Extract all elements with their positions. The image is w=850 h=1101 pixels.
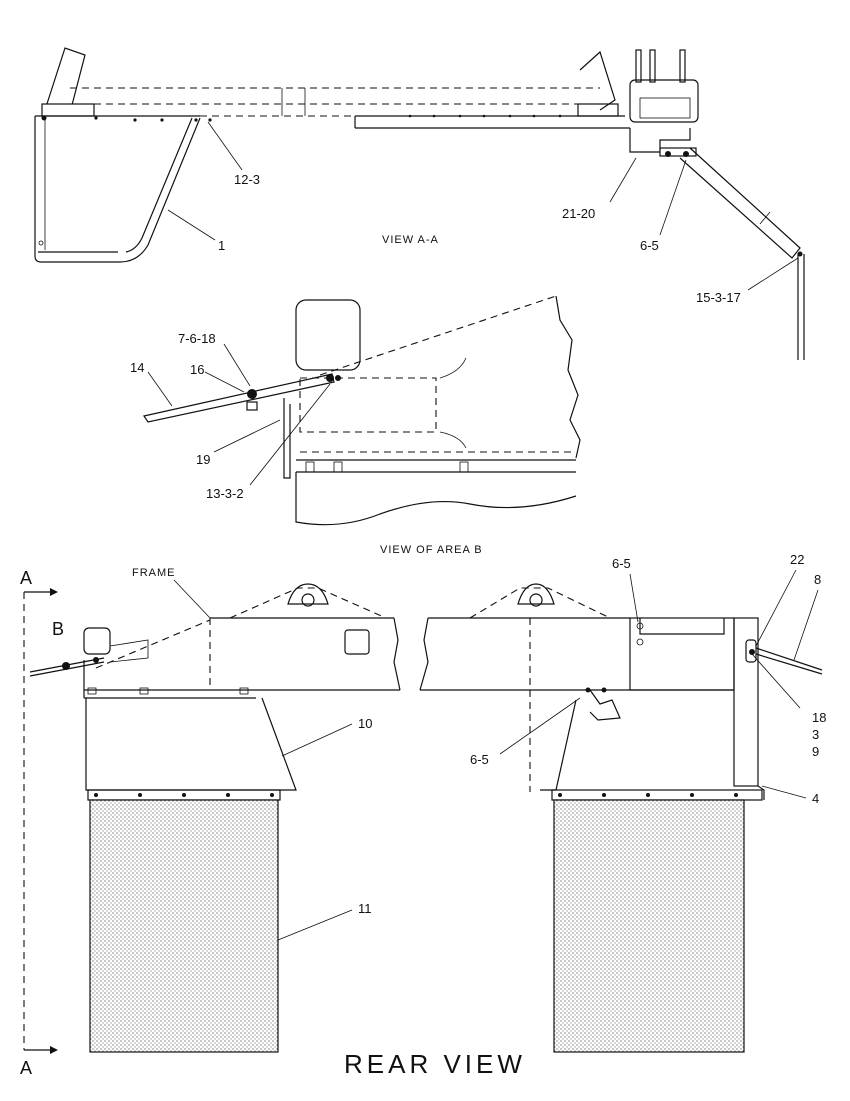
frame-label: FRAME: [132, 567, 176, 579]
callout-10: 10: [358, 716, 372, 731]
callout-12-3: 12-3: [234, 172, 260, 187]
callout-18: 18: [812, 710, 826, 725]
callout-13-3-2: 13-3-2: [206, 486, 244, 501]
callout-11: 11: [358, 901, 372, 916]
rear-right-assembly: [419, 569, 823, 1053]
view-a-a-drawing: [34, 47, 805, 360]
callout-1: 1: [218, 238, 225, 253]
callout-6-5-right: 6-5: [612, 556, 631, 571]
view-area-b-caption: VIEW OF AREA B: [380, 544, 483, 556]
callout-14: 14: [130, 360, 144, 375]
section-marker-bottom: A: [20, 1058, 32, 1078]
callout-9: 9: [812, 744, 819, 759]
callout-3: 3: [812, 727, 819, 742]
callout-21-20: 21-20: [562, 206, 595, 221]
callout-4: 4: [812, 791, 819, 806]
callout-6-5-top: 6-5: [640, 238, 659, 253]
callout-6-5-lower: 6-5: [470, 752, 489, 767]
rear-left-assembly: [29, 579, 401, 1053]
callout-22: 22: [790, 552, 804, 567]
callout-16: 16: [190, 362, 204, 377]
callout-7-6-18: 7-6-18: [178, 331, 216, 346]
view-a-a-caption: VIEW A-A: [382, 234, 439, 246]
rear-view-caption: REAR VIEW: [344, 1049, 526, 1079]
callout-8: 8: [814, 572, 821, 587]
view-area-b-drawing: [143, 295, 581, 526]
callout-15-3-17: 15-3-17: [696, 290, 741, 305]
detail-marker-b: B: [52, 619, 64, 639]
section-marker-top: A: [20, 568, 32, 588]
callout-19: 19: [196, 452, 210, 467]
section-cut-line: [23, 588, 58, 1054]
